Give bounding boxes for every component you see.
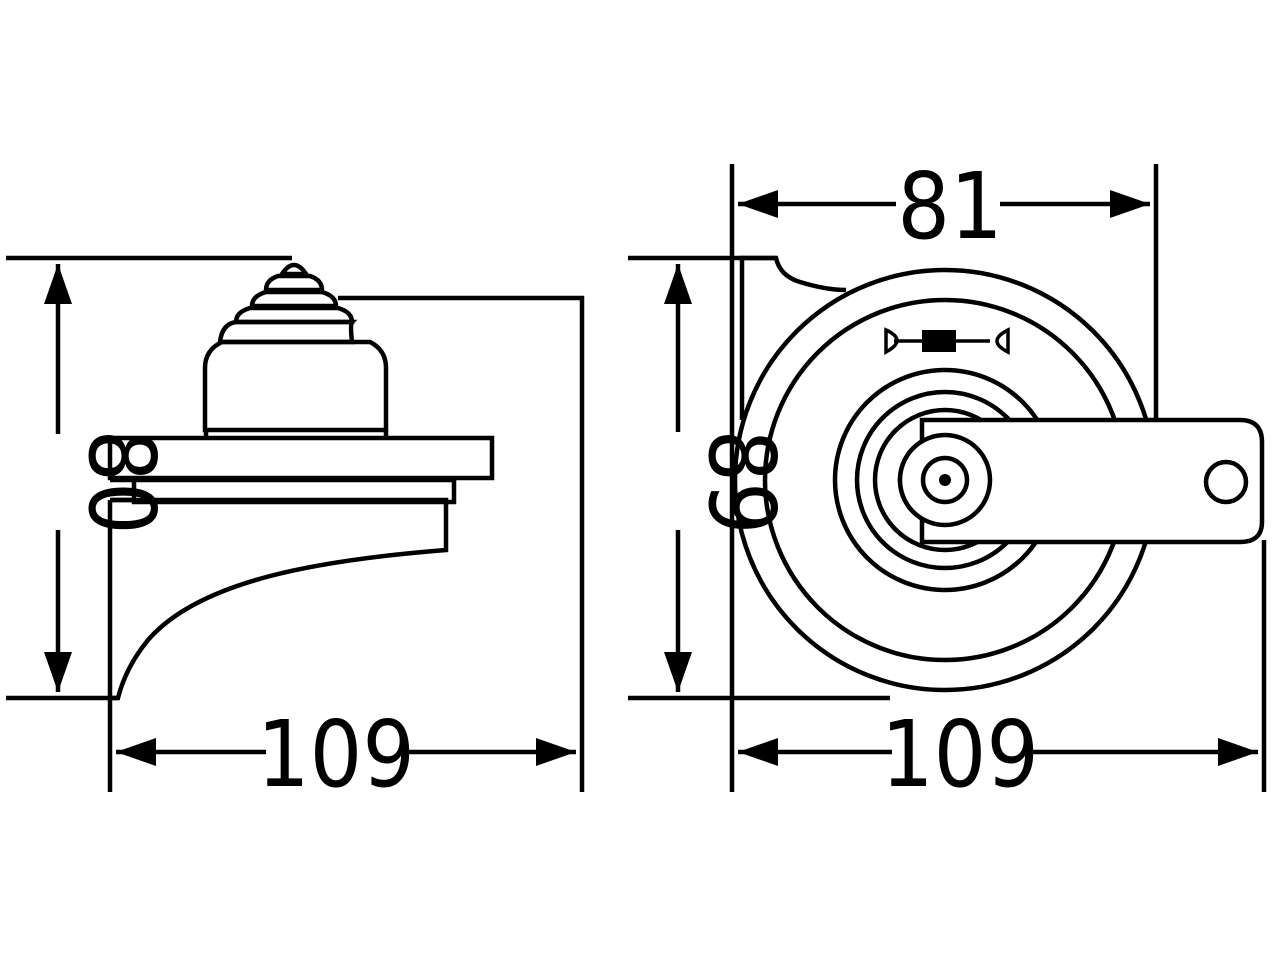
top-width-dimension: 81 [738,153,1150,260]
arrow-up [664,264,692,304]
horn-side-body [107,262,495,701]
arrow-right [1110,190,1150,218]
dome-cap [217,319,358,345]
height-dimension: 89 [664,264,795,692]
arrow-left [738,738,778,766]
height-label: 89 [688,429,795,534]
width-dimension: 109 [116,701,576,808]
boot-ring-2 [249,289,339,309]
horn-front-body [732,255,1265,693]
arrow-down [664,652,692,692]
terminal-tip [277,262,311,277]
mounting-bracket [919,417,1265,545]
arrow-left [116,738,156,766]
front-view: 81 89 109 [628,153,1267,808]
width-label: 109 [257,701,415,808]
arrow-up [44,264,72,304]
arrow-right [536,738,576,766]
side-view: 80 109 [6,255,585,808]
back-tab [740,255,847,293]
height-dimension: 80 [44,264,175,692]
width-dimension: 109 [738,701,1258,808]
arrow-right [1218,738,1258,766]
right-extension-line [338,295,585,792]
dome-body [202,339,389,433]
bracket-hole [1203,459,1249,505]
horn-symbol-icon [884,327,1010,355]
boot-ring-1 [263,273,325,293]
trumpet-profile [112,497,449,701]
width-label: 109 [881,701,1039,808]
arrow-left [738,190,778,218]
arrow-down [44,652,72,692]
top-width-label: 81 [897,153,1002,260]
height-label: 80 [68,429,175,534]
